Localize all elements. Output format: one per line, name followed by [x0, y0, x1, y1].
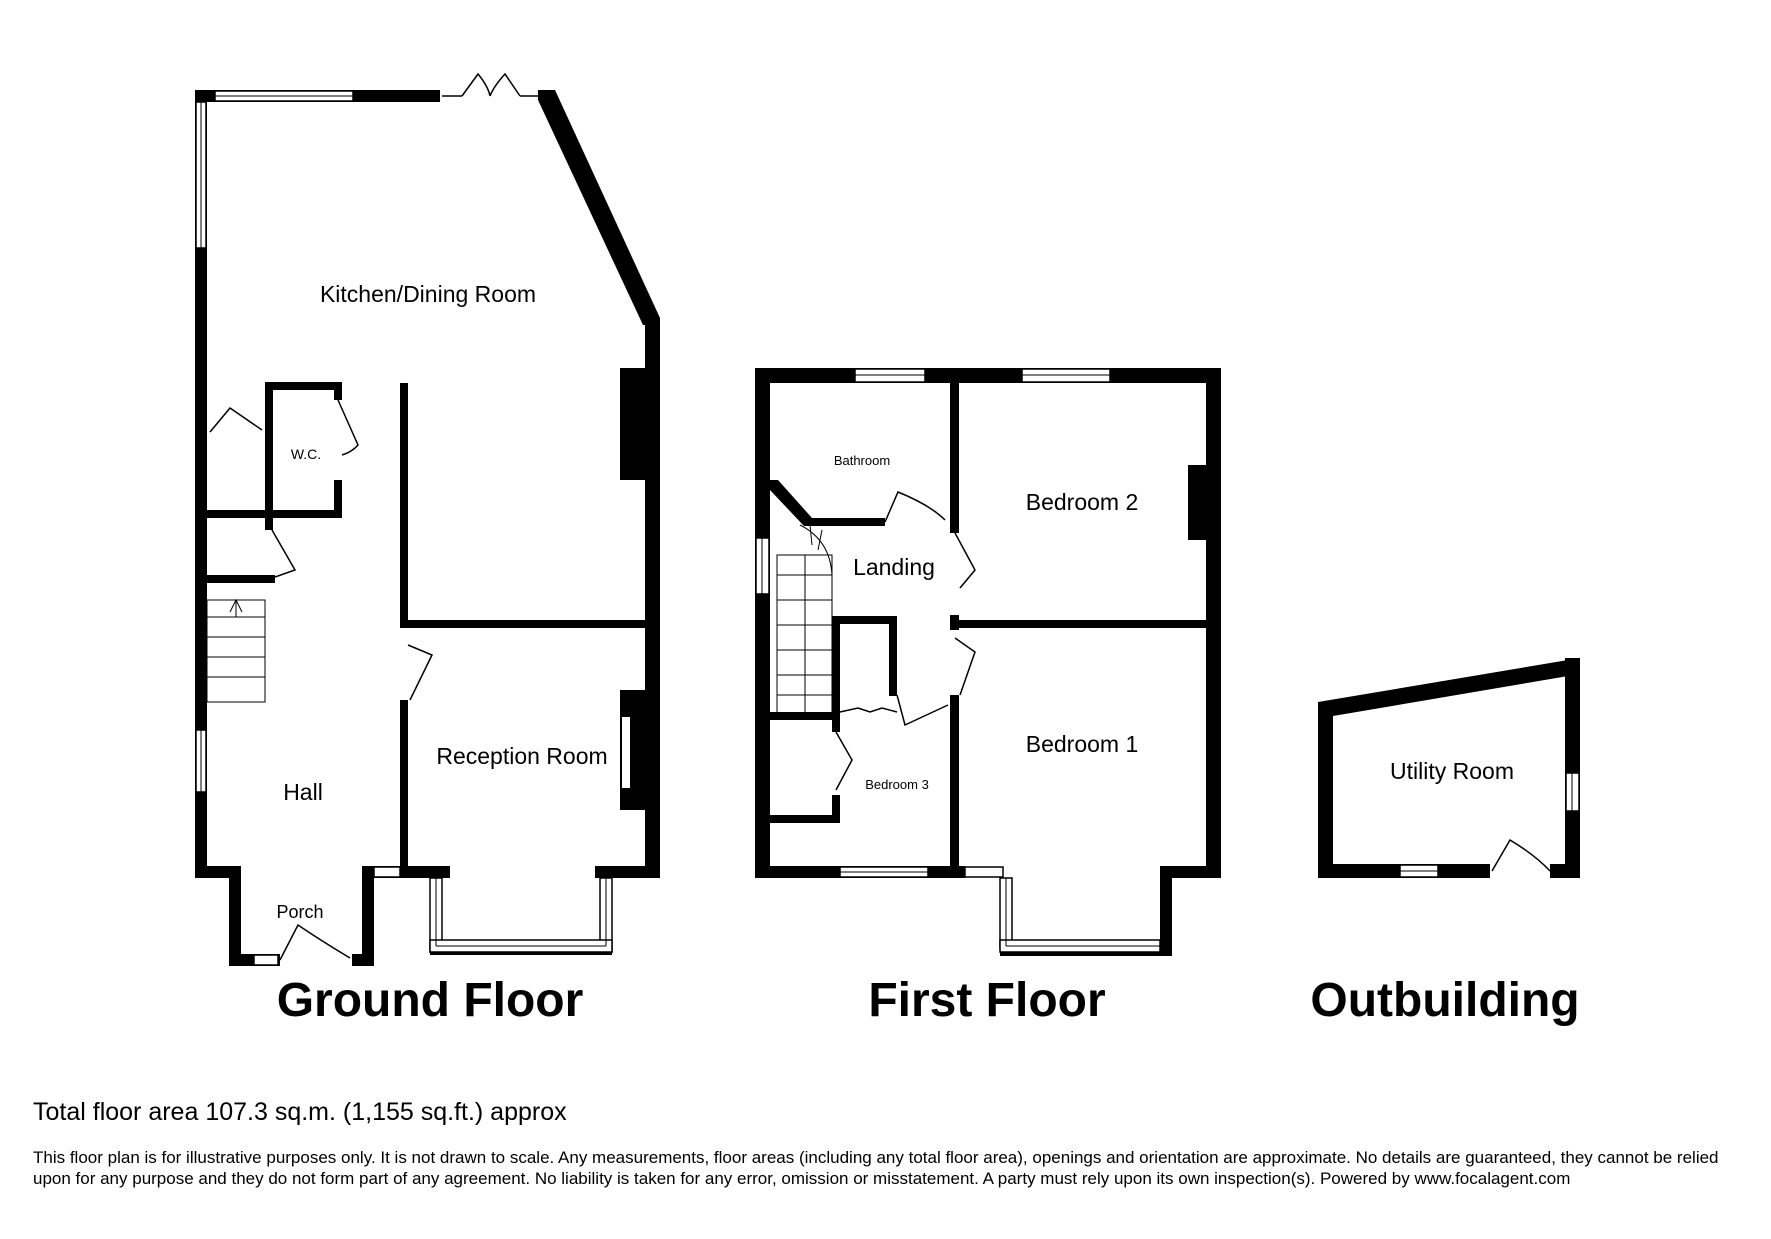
reception-label: Reception Room: [436, 743, 607, 769]
disclaimer-text: This floor plan is for illustrative purp…: [33, 1148, 1719, 1188]
utility-room-label: Utility Room: [1390, 758, 1514, 784]
bedroom3-label: Bedroom 3: [865, 777, 929, 792]
bedroom1-label: Bedroom 1: [1026, 731, 1139, 757]
hall-label: Hall: [283, 779, 323, 805]
ground-floor-title: Ground Floor: [277, 974, 584, 1027]
ground-floor-plan: [195, 72, 660, 968]
bathroom-label: Bathroom: [834, 453, 890, 468]
landing-label: Landing: [853, 554, 935, 580]
outbuilding-title: Outbuilding: [1310, 974, 1579, 1027]
wc-label: W.C.: [291, 446, 321, 462]
porch-label: Porch: [276, 902, 323, 922]
first-floor-title: First Floor: [868, 974, 1105, 1027]
kitchen-label: Kitchen/Dining Room: [320, 281, 536, 307]
total-floor-area: Total floor area 107.3 sq.m. (1,155 sq.f…: [33, 1098, 567, 1126]
outbuilding-plan: [1318, 658, 1580, 880]
bedroom2-label: Bedroom 2: [1026, 489, 1139, 515]
first-floor-plan: [755, 368, 1221, 956]
